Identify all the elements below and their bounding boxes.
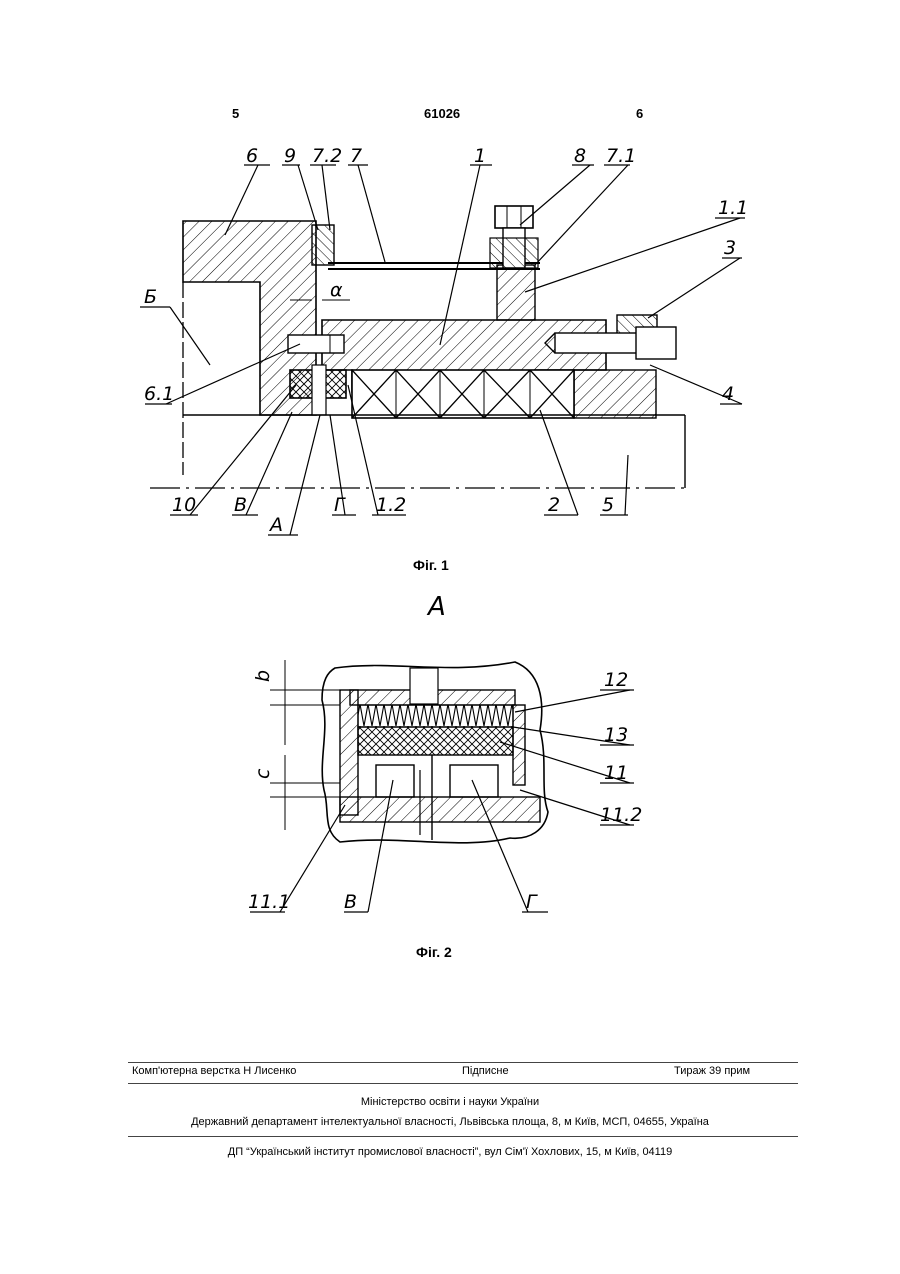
footer-typesetting: Комп'ютерна верстка Н Лисенко — [132, 1065, 296, 1077]
fig1-label-7-2: 7.2 — [312, 145, 342, 167]
fig1-label-10: 10 — [172, 494, 196, 516]
fig1-label-8: 8 — [574, 145, 586, 167]
fig1-label-1-2: 1.2 — [376, 494, 406, 516]
fig1-label-6: 6 — [246, 145, 258, 167]
fig1-label-g: Г — [334, 494, 346, 516]
fig2-label-11-1: 11.1 — [248, 891, 290, 913]
fig2-label-b: b — [252, 670, 274, 682]
figure-2-caption: Фіг. 2 — [416, 944, 452, 960]
figure-1-drawing: 6 9 7.2 7 1 8 7.1 1.1 3 Б α 6.1 4 10 В А… — [140, 145, 748, 536]
footer-rule-top — [128, 1062, 798, 1063]
footer-rule-middle — [128, 1083, 798, 1084]
figure-1-caption: Фіг. 1 — [413, 557, 449, 573]
fig1-label-5: 5 — [602, 494, 614, 516]
footer-ministry: Міністерство освіти і науки України — [0, 1096, 900, 1108]
fig2-label-12: 12 — [604, 669, 628, 691]
fig1-label-2: 2 — [548, 494, 560, 516]
fig1-label-7: 7 — [350, 145, 362, 167]
fig1-label-a: А — [268, 514, 283, 536]
fig2-label-c: c — [252, 768, 274, 779]
fig1-label-b: Б — [144, 286, 157, 308]
fig2-label-13: 13 — [604, 724, 628, 746]
fig1-label-7-1: 7.1 — [606, 145, 636, 167]
fig2-label-11: 11 — [604, 762, 628, 784]
figure-2-view-label: А — [428, 592, 446, 622]
fig1-label-alpha: α — [330, 279, 343, 301]
figure-2-drawing: b c 12 13 11 11.2 11.1 В Г — [248, 660, 642, 913]
fig1-label-6-1: 6.1 — [144, 383, 174, 405]
fig2-label-11-2: 11.2 — [600, 804, 642, 826]
fig1-label-1-1: 1.1 — [718, 197, 748, 219]
footer-institute: ДП “Український інститут промислової вла… — [0, 1146, 900, 1158]
footer-department: Державний департамент інтелектуальної вл… — [0, 1116, 900, 1128]
fig1-label-9: 9 — [284, 145, 296, 167]
footer-rule-bottom — [128, 1136, 798, 1137]
fig1-label-3: 3 — [724, 237, 736, 259]
fig1-label-4: 4 — [722, 383, 734, 405]
footer-subscription: Підписне — [462, 1065, 509, 1077]
fig2-label-g: Г — [526, 891, 538, 913]
fig1-label-v: В — [234, 494, 247, 516]
fig1-label-1: 1 — [474, 145, 486, 167]
fig2-label-v: В — [344, 891, 357, 913]
footer-circulation: Тираж 39 прим — [674, 1065, 750, 1077]
